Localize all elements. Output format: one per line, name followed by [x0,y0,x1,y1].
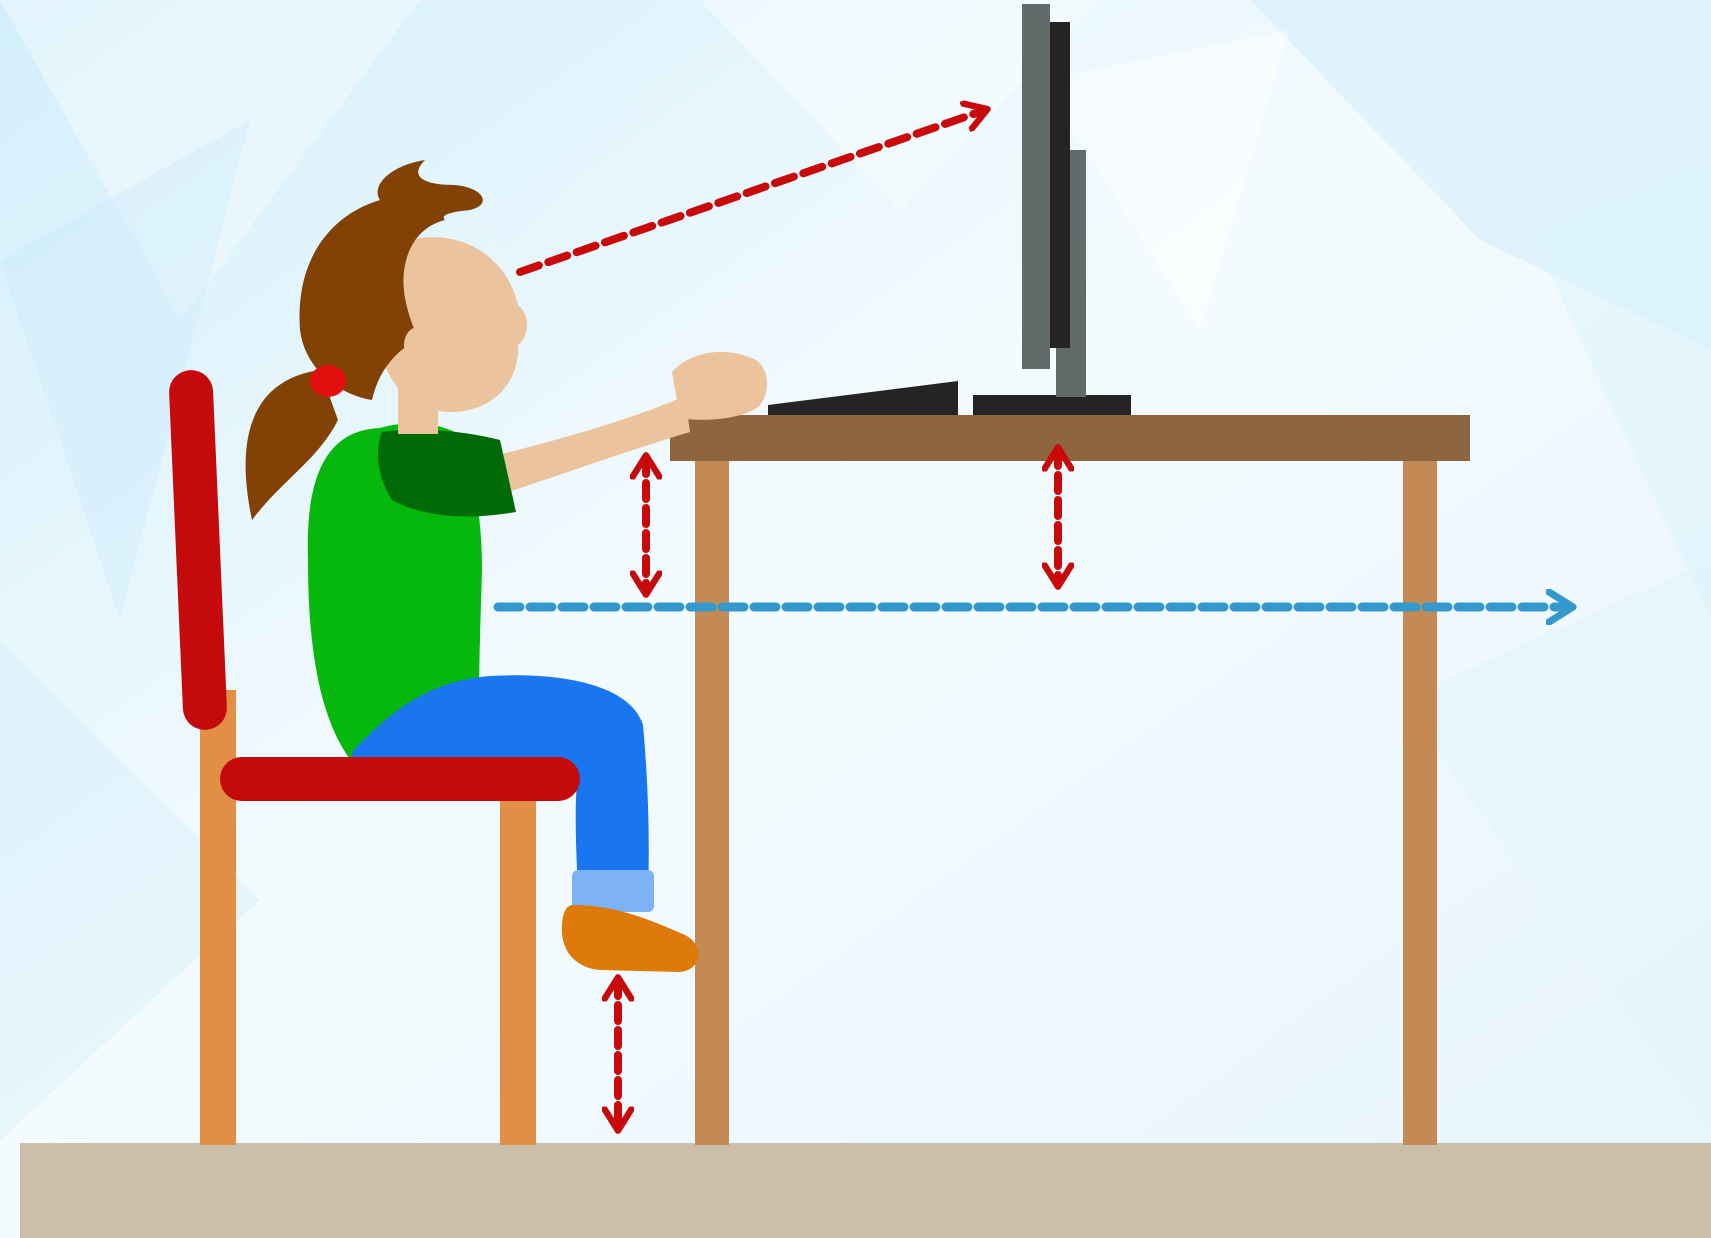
monitor-base [973,395,1131,415]
chair-back-leg [200,690,236,1145]
desk-leg-left [695,455,729,1145]
chair-front-leg [500,790,536,1145]
desk-leg-right [1403,455,1437,1145]
hand [672,352,767,420]
desk-top [670,415,1470,461]
monitor-screen-edge [1022,4,1050,369]
hair-tie [310,365,346,397]
ear [404,327,432,363]
chair-seat [220,757,580,801]
floor [20,1143,1711,1238]
